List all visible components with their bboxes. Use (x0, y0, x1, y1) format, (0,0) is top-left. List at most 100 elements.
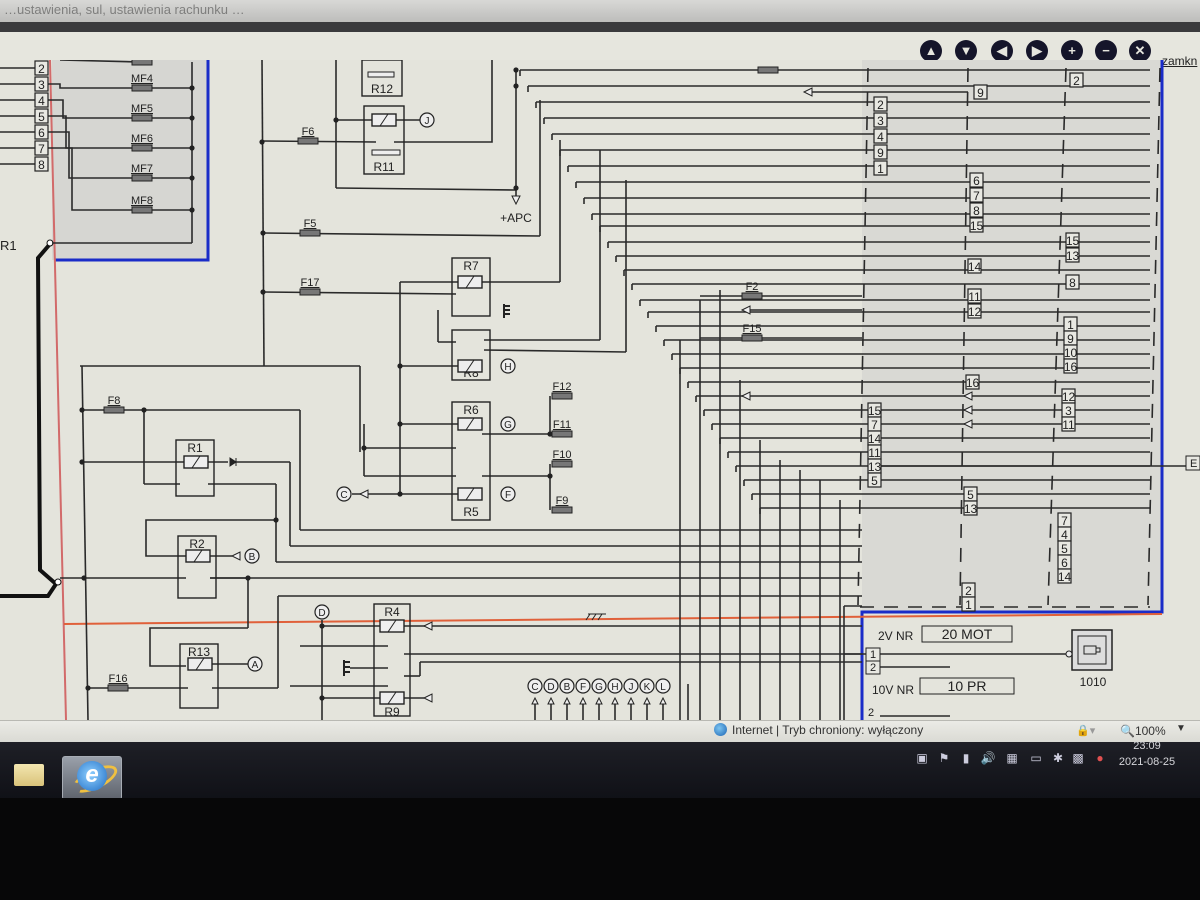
pin-number: 3 (38, 78, 45, 92)
fuse-label: MF6 (131, 133, 153, 145)
tray-app-icon[interactable]: ▩ (1072, 751, 1084, 765)
fuse-f12 (551, 392, 573, 400)
arrow-left-icon (962, 419, 973, 429)
connector-pin (969, 202, 984, 218)
pan-down-button[interactable]: ▼ (955, 40, 977, 62)
connector-dividers (857, 67, 1161, 608)
terminal-d (543, 678, 559, 694)
connector-pin-edge (1185, 455, 1200, 471)
junction-dot (141, 407, 147, 413)
junction-dot (547, 473, 553, 479)
tray-display-icon[interactable]: ▦ (1006, 751, 1018, 765)
tray-battery-icon[interactable]: ▮ (962, 751, 970, 765)
switch-line (0, 242, 59, 598)
fuse-f9 (551, 506, 573, 514)
fuse-label: F12 (553, 381, 572, 393)
tray-network-icon[interactable]: ▣ (916, 751, 928, 765)
wire-spec-label: 10 PR (948, 678, 987, 694)
pin-number: 3 (1065, 404, 1072, 418)
fuse-f11 (551, 430, 573, 438)
junction-dot (319, 695, 325, 701)
pin-number: 13 (1066, 249, 1080, 263)
arrow-right-icon: ▶ (1032, 43, 1042, 58)
pin-number: 2 (870, 662, 876, 674)
terminal-label: D (318, 608, 325, 619)
pin-number: 3 (877, 114, 884, 128)
wire (149, 627, 248, 667)
terminal-j (419, 112, 435, 128)
junction-dot (513, 83, 519, 89)
arrow-left-icon (230, 551, 241, 561)
pin-number: 7 (38, 142, 45, 156)
fuse-f2 (741, 292, 763, 300)
wire (48, 147, 190, 211)
arrow-left-icon (422, 621, 433, 631)
terminal-h (607, 678, 623, 694)
browser-title-bar: …ustawienia, sul, ustawienia rachunku … (0, 0, 1200, 22)
zoom-level[interactable]: 🔍100% (1120, 724, 1166, 738)
protected-mode-icon[interactable]: 🔒▾ (1076, 725, 1096, 737)
terminal-g (591, 678, 607, 694)
pin-number: 9 (1067, 332, 1074, 346)
connector-pin (34, 108, 49, 124)
arrow-up-icon (643, 696, 651, 705)
connector-pin (865, 660, 881, 675)
zoom-in-button[interactable]: + (1061, 40, 1083, 62)
clock-date: 2021-08-25 (1118, 756, 1176, 768)
pan-left-button[interactable]: ◀ (991, 40, 1013, 62)
wire-color-label: 2V NR (878, 629, 914, 643)
ground-icon (585, 613, 606, 621)
connector-pin (1061, 416, 1076, 432)
taskbar-ie-button[interactable]: e (62, 756, 122, 800)
arrow-up-icon (595, 696, 603, 705)
connector-pin (873, 112, 888, 128)
coil-slash (465, 359, 475, 373)
taskbar-explorer-button[interactable] (6, 756, 52, 798)
relay-label: R9 (384, 705, 400, 719)
connector-pin (34, 92, 49, 108)
pin-number: 11 (868, 446, 881, 460)
tray-action-center-icon[interactable]: ⚑ (938, 751, 950, 765)
pin-number: 7 (973, 189, 980, 203)
coil-slash (193, 549, 203, 563)
tray-screen-icon[interactable]: ▭ (1030, 751, 1042, 765)
pin-number: 14 (968, 260, 982, 274)
pan-up-button[interactable]: ▲ (920, 40, 942, 62)
clock[interactable]: 23:09 2021-08-25 (1112, 738, 1182, 770)
terminal-label: G (595, 682, 603, 693)
zoom-dropdown-icon[interactable]: ▼ (1176, 723, 1186, 734)
pin-number: 1 (1067, 318, 1074, 332)
close-link[interactable]: zamkn (1162, 54, 1198, 68)
plus-icon: + (1068, 43, 1076, 58)
fuse-top-right (757, 66, 779, 74)
arrow-left-icon (358, 489, 369, 499)
pin-number: 6 (1061, 556, 1068, 570)
terminal-label: K (644, 682, 651, 693)
junction-dot (189, 85, 195, 91)
coil-slash (465, 417, 475, 431)
coil-slash (465, 275, 475, 289)
fuse-label: MF7 (131, 163, 153, 175)
pin-number: 12 (968, 305, 982, 319)
relay-label: R11 (373, 160, 394, 174)
tray-alert-icon[interactable]: ● (1096, 751, 1104, 765)
fuse-mf7 (131, 174, 153, 182)
pin-number: 16 (966, 376, 980, 390)
tray-volume-icon[interactable]: 🔊 (980, 751, 996, 765)
wire-color-label: 10V NR (872, 683, 914, 697)
globe-icon (714, 723, 727, 736)
connector-pin (969, 187, 984, 203)
tray-bluetooth-icon[interactable]: ✱ (1052, 751, 1064, 765)
coil-slash (379, 113, 389, 127)
wiring-diagram: 2345678MF4MF5MF6MF7MF8R1R12R11JF6+APCF5F… (0, 60, 1200, 720)
terminal-f (575, 678, 591, 694)
relay-label: R2 (189, 537, 205, 551)
junction-dot (79, 407, 85, 413)
fit-view-button[interactable]: ✕ (1129, 40, 1151, 62)
junction-dot (81, 575, 87, 581)
pin-number: 2 (965, 584, 972, 598)
arrow-up-icon (563, 696, 571, 705)
pan-right-button[interactable]: ▶ (1026, 40, 1048, 62)
zoom-out-button[interactable]: − (1095, 40, 1117, 62)
arrow-up-icon (547, 696, 555, 705)
